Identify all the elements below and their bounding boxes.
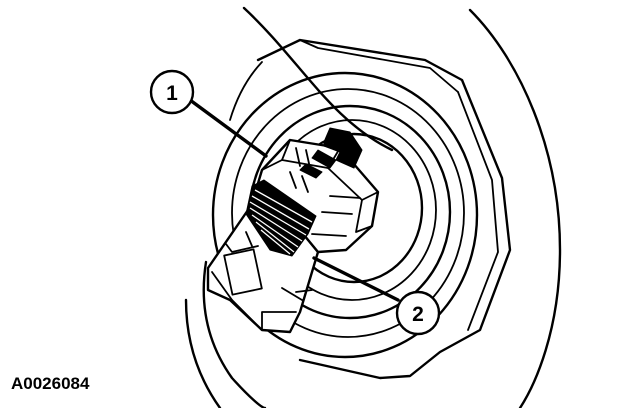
figure-code: A0026084: [11, 374, 90, 393]
callout-2: 2: [312, 256, 441, 336]
electrical-connector: [206, 138, 380, 334]
direction-arrow: [299, 127, 363, 179]
callout-2-label: 2: [412, 303, 424, 326]
callout-1-label: 1: [166, 82, 178, 105]
callout-1: 1: [149, 69, 268, 158]
housing-outline: [184, 6, 562, 408]
locking-tab-ribs: [249, 189, 313, 255]
hex-nut: [229, 38, 512, 380]
